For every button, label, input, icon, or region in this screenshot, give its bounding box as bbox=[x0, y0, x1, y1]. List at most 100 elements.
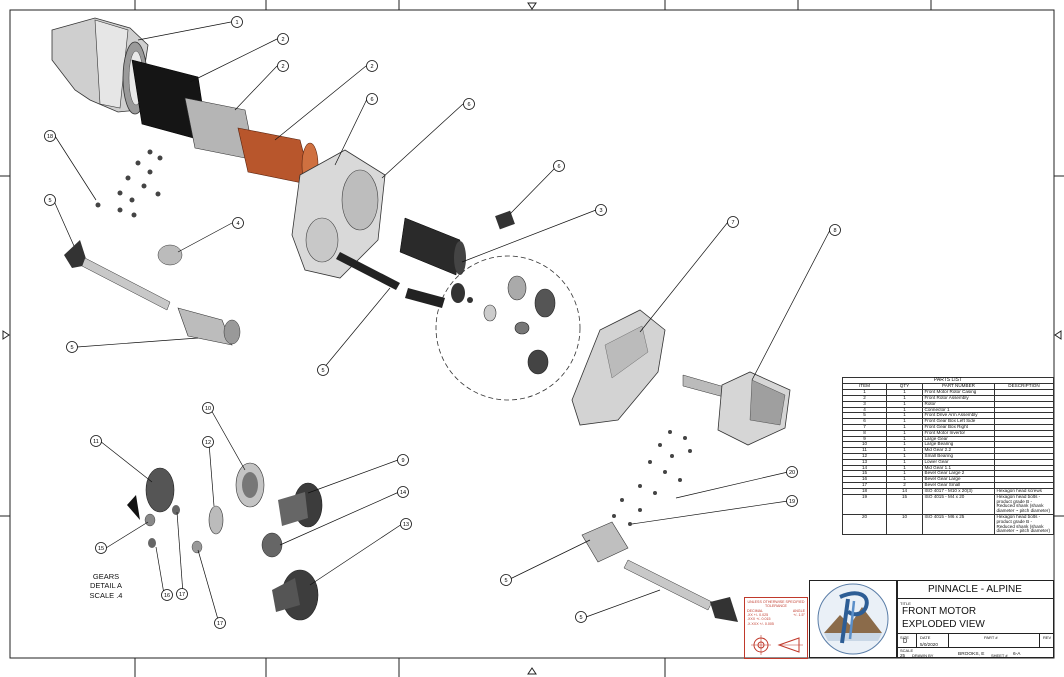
balloon-circle bbox=[277, 33, 289, 45]
drawn-by-label: DRAWN BY bbox=[912, 653, 934, 658]
balloon-label: 17 bbox=[179, 592, 185, 598]
tolerance-angle-value: +/- 1.5° bbox=[793, 612, 805, 617]
parts-cell-part-number: ISO 4015 - M4 x 20 bbox=[922, 493, 995, 515]
screws-right bbox=[612, 430, 692, 526]
date-label: DATE bbox=[920, 635, 931, 640]
item-balloon: 11 bbox=[90, 435, 102, 447]
item-balloon: 10 bbox=[202, 402, 214, 414]
balloon-circle bbox=[595, 204, 607, 216]
title-label: TITLE bbox=[900, 601, 911, 606]
item-balloon: 3 bbox=[595, 204, 607, 216]
balloon-label: 11 bbox=[93, 439, 99, 445]
rotor-part bbox=[399, 217, 466, 276]
balloon-label: 6 bbox=[557, 164, 560, 170]
balloon-circle bbox=[66, 341, 78, 353]
item-balloon: 12 bbox=[202, 436, 214, 448]
parts-cell-description: Hexagon head bolts - product grade B - R… bbox=[994, 493, 1054, 515]
item-balloon: 9 bbox=[397, 454, 409, 466]
rotor-assembly bbox=[131, 59, 319, 188]
balloon-circle bbox=[553, 160, 565, 172]
balloon-label: 2 bbox=[370, 64, 373, 70]
balloon-label: 9 bbox=[401, 458, 404, 464]
balloon-label: 2 bbox=[281, 37, 284, 43]
left-drive-arm bbox=[64, 240, 241, 346]
drive-shaft bbox=[336, 252, 400, 290]
balloon-label: 5 bbox=[48, 198, 51, 204]
balloon-label: 8 bbox=[833, 228, 836, 234]
drawn-by-value: BROOKS, E bbox=[958, 652, 985, 657]
detail-label-line3: SCALE .4 bbox=[89, 590, 123, 600]
drawing-title-line2: EXPLODED VIEW bbox=[902, 619, 985, 630]
balloon-circle bbox=[90, 435, 102, 447]
balloon-circle bbox=[575, 611, 587, 623]
item-balloon: 2 bbox=[277, 33, 289, 45]
item-balloon: 17 bbox=[176, 588, 188, 600]
scale-label: SCALE bbox=[900, 648, 914, 653]
tolerance-row-1: .XX +/- 0.025 bbox=[747, 612, 769, 617]
balloon-circle bbox=[231, 16, 243, 28]
revision-label: REV bbox=[1043, 635, 1052, 640]
balloon-label: 14 bbox=[400, 490, 406, 496]
parts-list-title: PARTS LIST bbox=[842, 376, 1054, 385]
item-balloon: 14 bbox=[397, 486, 409, 498]
part-number-label: PART # bbox=[984, 635, 998, 640]
size-value: D bbox=[903, 639, 908, 645]
balloon-circle bbox=[317, 364, 329, 376]
balloon-circle bbox=[176, 588, 188, 600]
balloon-label: 20 bbox=[789, 470, 795, 476]
balloon-label: 7 bbox=[731, 220, 734, 226]
motor-inverter bbox=[682, 371, 791, 446]
balloon-label: 2 bbox=[281, 64, 284, 70]
item-balloon: 6 bbox=[553, 160, 565, 172]
parts-cell-qty: 15 bbox=[886, 493, 923, 515]
item-balloon: 5 bbox=[44, 194, 56, 206]
item-balloon: 5 bbox=[66, 341, 78, 353]
item-balloon: 15 bbox=[95, 542, 107, 554]
title-block-row-size: SIZE D DATE 5/0/2020 PART # REV bbox=[898, 633, 1053, 648]
size-label: SIZE bbox=[900, 635, 909, 640]
balloon-circle bbox=[463, 98, 475, 110]
parts-cell-description: Hexagon head bolts - product grade B - R… bbox=[994, 513, 1054, 536]
balloon-circle bbox=[397, 454, 409, 466]
item-balloon: 17 bbox=[214, 617, 226, 629]
balloon-label: 4 bbox=[236, 221, 239, 227]
title-block-row-scale: SCALE 25 DRAWN BY BROOKS, E SHEET # 6-A bbox=[898, 647, 1053, 660]
balloon-circle bbox=[202, 402, 214, 414]
item-balloon: 8 bbox=[829, 224, 841, 236]
date-value: 5/0/2020 bbox=[920, 642, 938, 647]
tolerance-decimal-label: DECIMAL bbox=[747, 608, 763, 613]
tolerance-block: UNLESS OTHERWISE SPECIFIED TOLERANCE DEC… bbox=[744, 597, 808, 659]
balloon-label: 5 bbox=[321, 368, 324, 374]
parts-cell-qty: 10 bbox=[886, 513, 923, 536]
company-logo bbox=[817, 583, 889, 655]
item-balloon: 7 bbox=[727, 216, 739, 228]
balloon-label: 19 bbox=[789, 499, 795, 505]
sheet-label: SHEET # bbox=[991, 653, 1008, 658]
balloon-circle bbox=[366, 93, 378, 105]
item-balloon: 6 bbox=[366, 93, 378, 105]
tolerance-title: UNLESS OTHERWISE SPECIFIED TOLERANCE bbox=[747, 600, 805, 609]
item-balloon: 4 bbox=[232, 217, 244, 229]
balloon-circle bbox=[202, 436, 214, 448]
balloon-label: 3 bbox=[599, 208, 602, 214]
balloon-circle bbox=[366, 60, 378, 72]
balloon-label: 6 bbox=[370, 97, 373, 103]
item-balloon: 5 bbox=[500, 574, 512, 586]
balloon-circle bbox=[829, 224, 841, 236]
balloon-circle bbox=[232, 217, 244, 229]
balloon-label: 12 bbox=[205, 440, 211, 446]
parts-cell-item: 20 bbox=[842, 513, 887, 536]
sheet-value: 6-A bbox=[1013, 652, 1021, 657]
item-balloon: 13 bbox=[400, 518, 412, 530]
balloon-label: 15 bbox=[98, 546, 104, 552]
balloon-circle bbox=[214, 617, 226, 629]
tolerance-row: .XX +/- 0.025 +/- 1.5° bbox=[747, 613, 805, 617]
balloon-circle bbox=[500, 574, 512, 586]
gear-box-left bbox=[291, 149, 386, 279]
